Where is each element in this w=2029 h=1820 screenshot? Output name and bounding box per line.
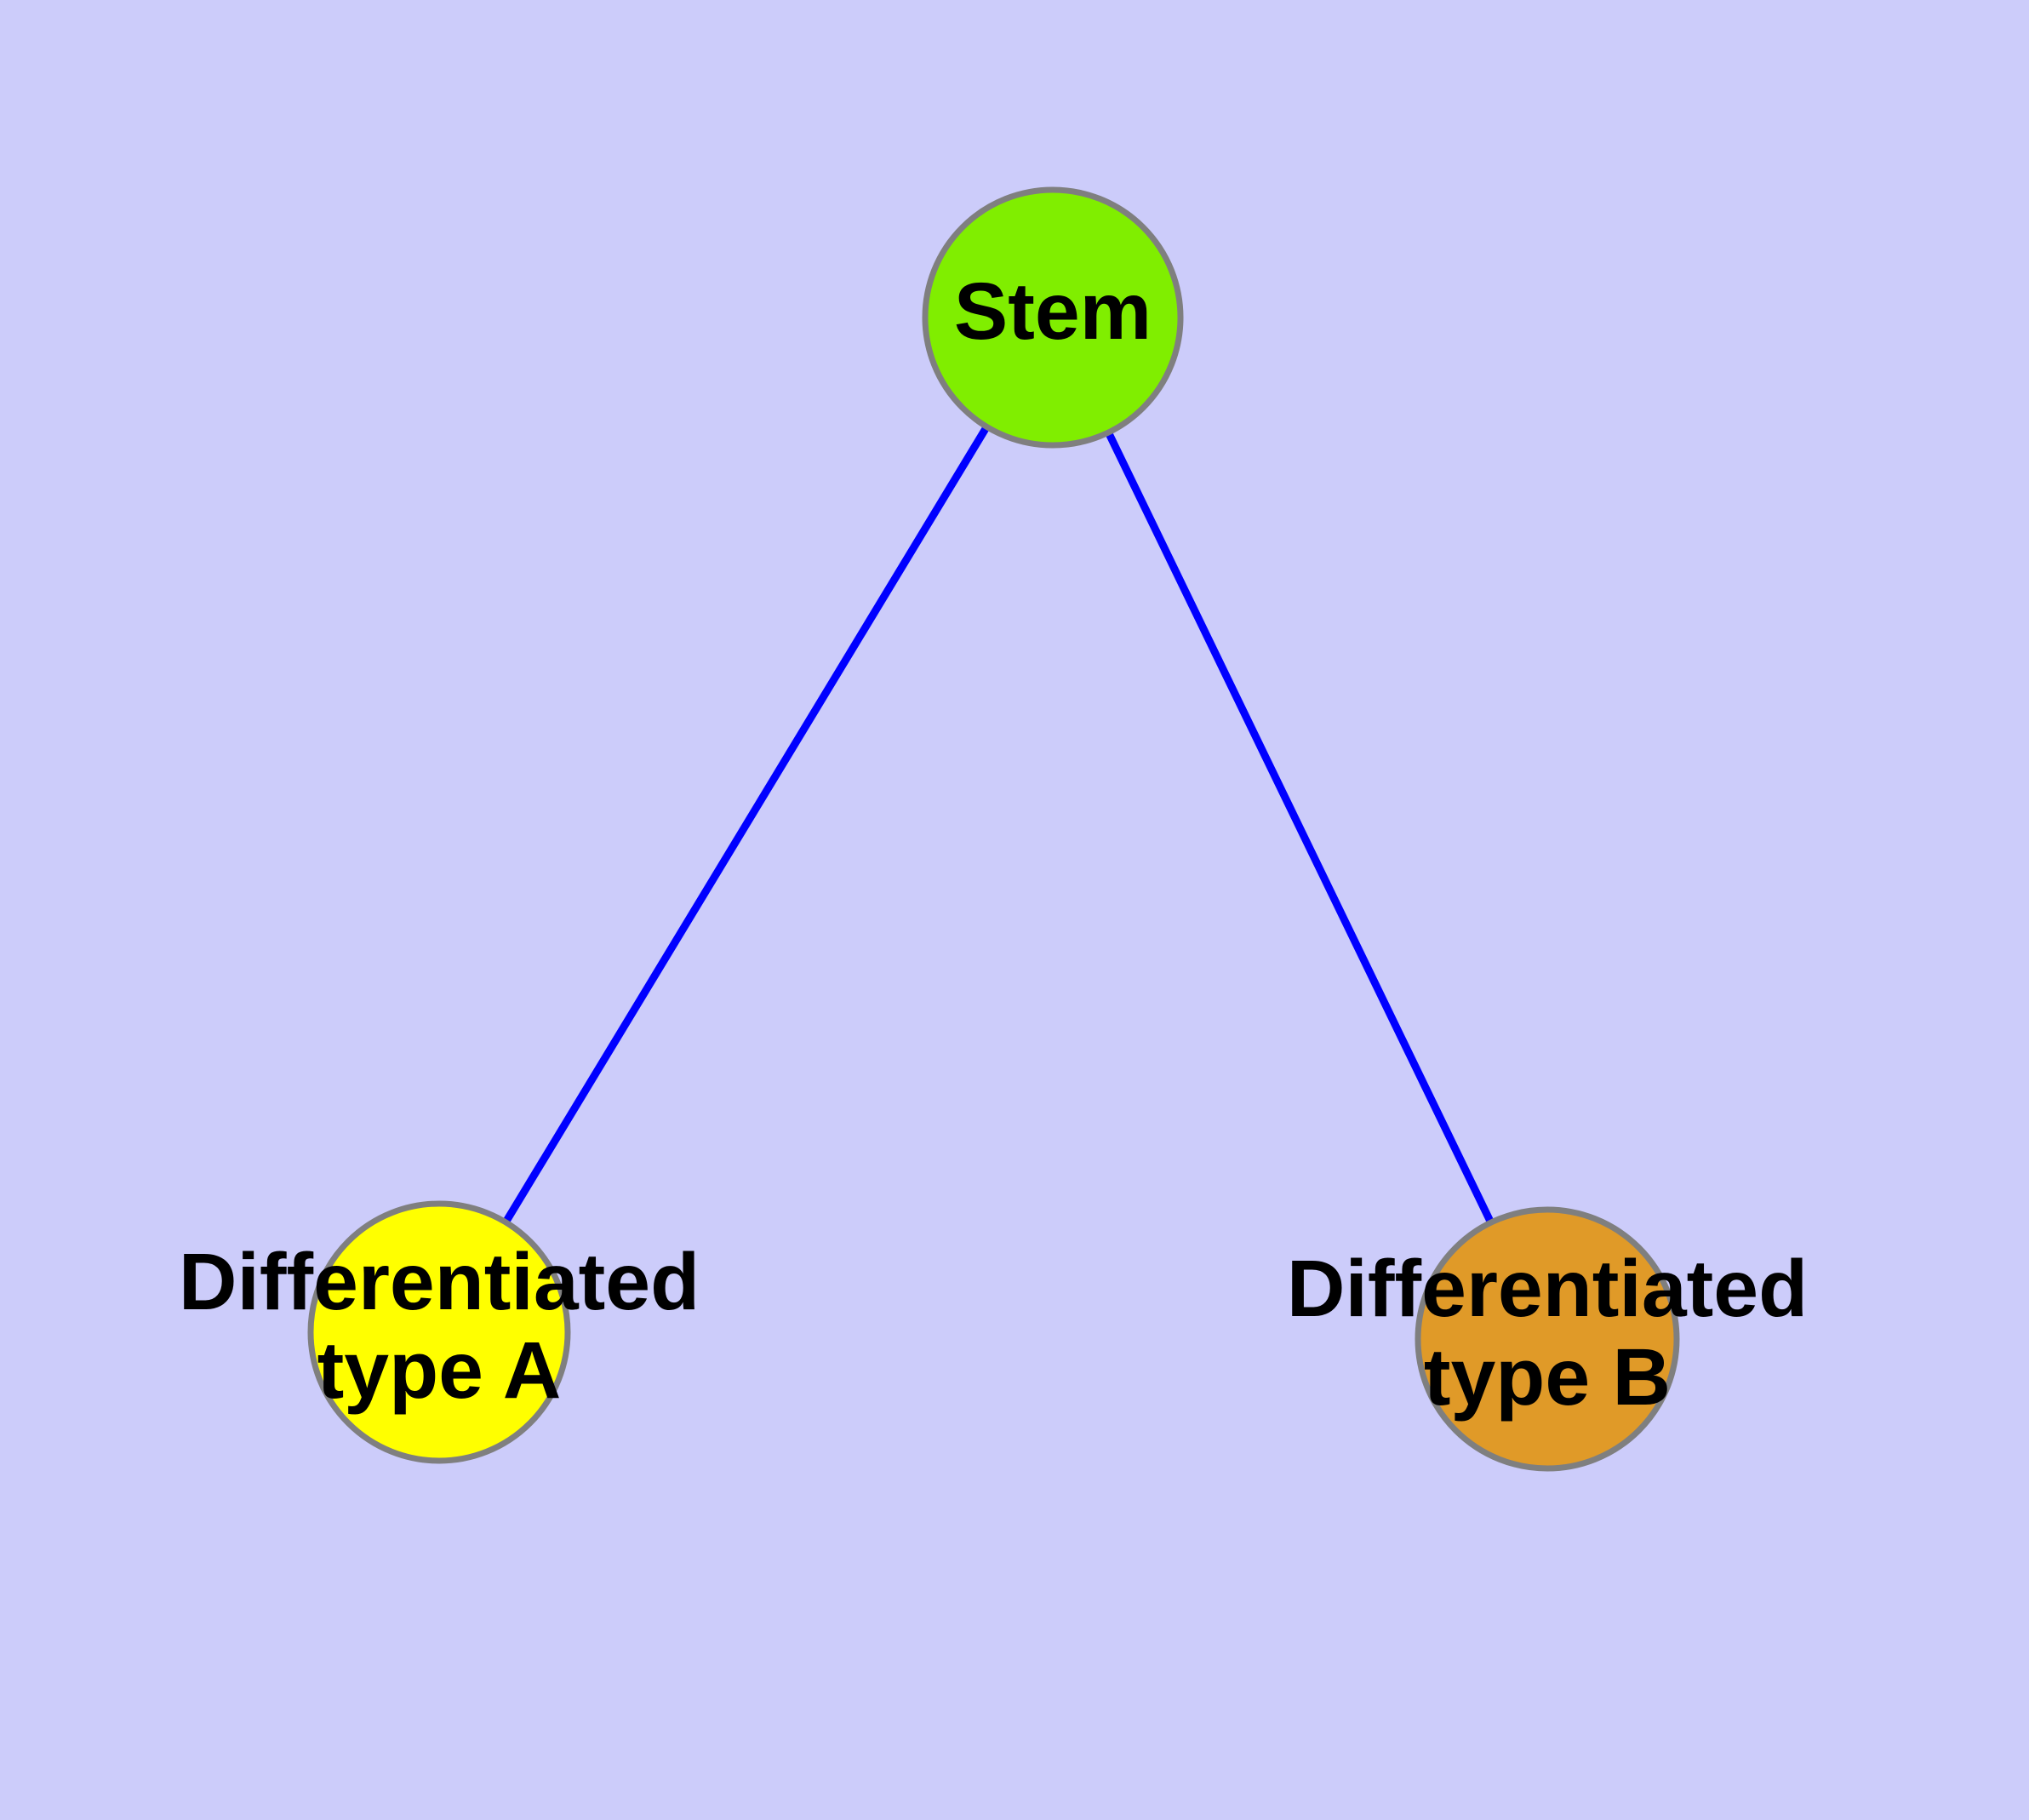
node-label-line: Differentiated: [1287, 1244, 1808, 1334]
graph-node-stem[interactable]: [922, 186, 1184, 449]
node-label-line: type A: [317, 1325, 562, 1416]
edge-layer: [436, 315, 1552, 1341]
node-label-line: type B: [1424, 1332, 1671, 1422]
node-layer: [307, 186, 1680, 1472]
node-label-stem: Stem: [954, 266, 1152, 357]
graph-edge[interactable]: [1049, 316, 1552, 1341]
node-label-line: Differentiated: [179, 1237, 700, 1327]
node-label-line: Stem: [954, 266, 1152, 357]
graph-node-diff_b[interactable]: [1415, 1206, 1680, 1472]
graph-edge[interactable]: [436, 315, 1056, 1335]
graph-node-diff_a[interactable]: [307, 1200, 571, 1464]
